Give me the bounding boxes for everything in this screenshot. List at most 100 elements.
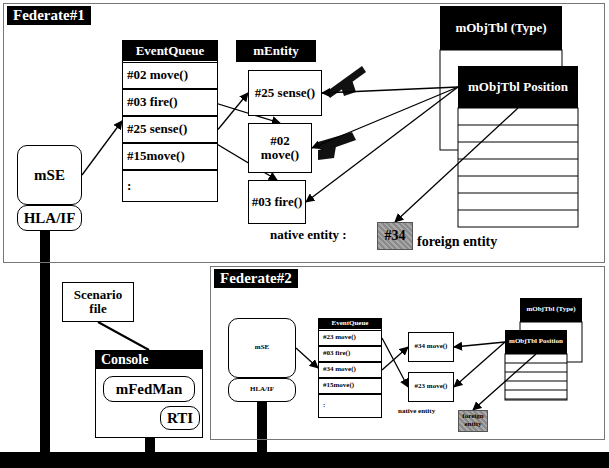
node-label: RTI [167,410,193,427]
connector-arrow [322,87,458,93]
table-row-line [505,372,567,373]
table-row-line [458,210,578,211]
node-label: mObjTbl (Type) [455,21,546,35]
node-label: #34 move() [323,366,356,374]
queue-row: #25 sense() [122,116,218,143]
position-table [458,108,578,227]
table-row-line [458,142,578,143]
foreign-entity-box: foreign entity [458,410,488,432]
connector-arrow [312,87,458,148]
node-label: #23 move() [323,334,356,342]
manager-box: mFedMan [103,376,195,402]
queue-row: #15move() [318,378,382,394]
position-table [505,354,567,400]
node-label: EventQueue [319,319,381,329]
node-label: HLA/IF [24,210,76,227]
queue-row: #15move() [122,143,218,170]
federate-panel: Federate#1 mSE HLA/IF EventQueue #02 move() #… [3,3,605,263]
node-label: #15move() [127,149,185,163]
queue-row: #23 move() [318,330,382,346]
table-body [505,354,567,400]
satellite-body [340,80,356,96]
node-label: #03 fire() [127,95,178,109]
connector-arrow [82,121,122,175]
table-row-line [458,159,578,160]
table-row-line [505,390,567,391]
entity-header: mEntity [236,40,316,62]
table-body [458,108,578,227]
interface-box: HLA/IF [17,205,82,231]
node-label: #15move() [323,382,354,390]
queue-row: #02 move() [122,62,218,89]
table-row-line [458,176,578,177]
entity-box: #03 fire() [248,180,306,224]
table-row-line [458,193,578,194]
node-label: mObjTbl (Type) [526,306,575,314]
queue-row: #03 fire() [122,89,218,116]
node-label: EventQueue [123,41,217,61]
table-row-line [505,381,567,382]
connector-arrow [395,108,518,222]
connector-arrow [382,347,408,370]
node-label: Federate#1 [7,6,91,25]
queue-row: #03 fire() [318,346,382,362]
node-caption: foreign entity [417,234,497,249]
connector-arrow [382,338,408,387]
event-queue: EventQueue #02 move() #03 fire() #25 sense(… [122,40,218,202]
vehicle-icon [318,132,356,160]
node-label: #02 move() [127,68,188,82]
table-row-line [505,363,567,364]
table-row-line [458,125,578,126]
entity-box: #34 move() [408,332,454,362]
queue-row: #34 move() [318,362,382,378]
entity-box: #23 move() [408,372,454,402]
node-label: Scenario file [65,288,131,317]
engine-box: mSE [228,318,296,378]
node-label: #34 move() [415,343,448,351]
entity-box: #25 sense() [248,70,322,116]
vehicle-track [318,146,336,160]
connector-arrow [296,348,318,368]
interface-box: HLA/IF [228,378,296,402]
node-label: : [127,179,131,193]
table-header: mObjTbl Position [458,66,578,108]
node-label: HLA/IF [250,386,274,394]
entity-box: #02 move() [248,123,312,173]
bus-drop [40,231,50,453]
node-label: Federate#2 [214,269,298,288]
node-label: #34 [385,228,406,243]
table-header: mObjTbl (Type) [440,6,562,50]
node-label: foreign entity [461,413,485,428]
node-label: #02 move() [251,134,309,163]
node-label: mObjTbl Position [509,338,563,346]
annotation-label: native entity [398,408,435,416]
engine-box: mSE [17,145,82,205]
node-label: #25 sense() [127,122,187,136]
connector-arrow [454,342,505,387]
network-bus [0,452,609,468]
node-label: mObjTbl Position [468,80,568,94]
console-box: Console mFedManRTI [95,350,203,438]
node-label: mEntity [253,44,299,58]
table-header: mObjTbl Position [505,330,567,354]
rti-box: RTI [160,406,200,430]
connector-arrow [454,342,505,347]
queue-row: : [318,394,382,418]
annotation-label: native entity : [270,228,347,242]
file-box: Scenario file [62,282,134,322]
table-header: mObjTbl (Type) [520,298,582,322]
node-label: #25 sense() [255,86,315,100]
node-label: mSE [255,344,269,352]
node-label: mFedMan [116,381,183,398]
bus-drop [145,437,155,453]
table-row-line [505,399,567,400]
connector-arrow [218,93,248,130]
connector-arrow [473,354,536,410]
event-queue: EventQueue #23 move() #03 fire() #34 move()… [318,318,382,418]
node-label: : [323,402,325,410]
node-label: #23 move() [415,383,448,391]
bus-drop [257,402,267,453]
node-label: Console [95,350,203,369]
node-label: #03 fire() [252,195,303,209]
